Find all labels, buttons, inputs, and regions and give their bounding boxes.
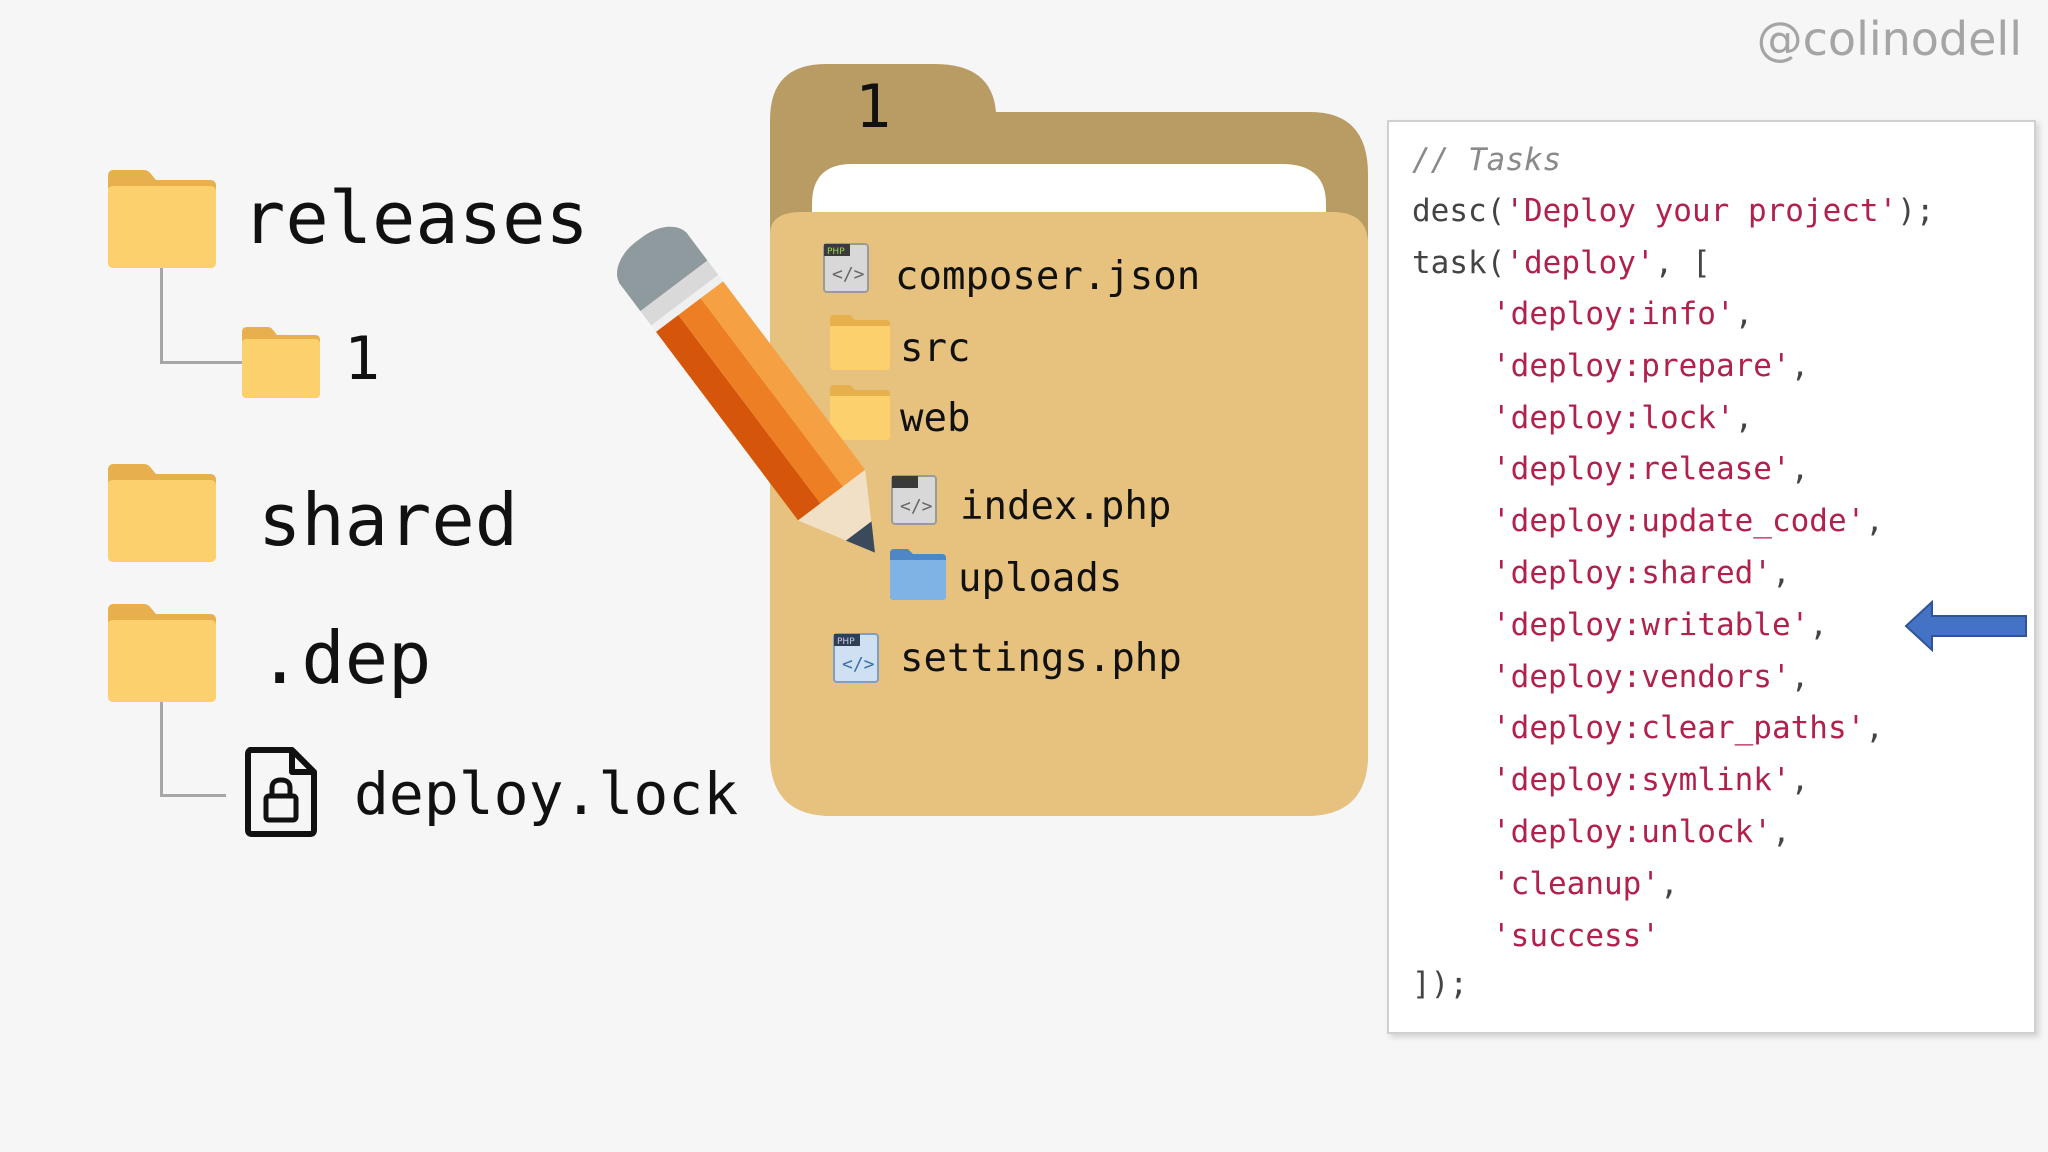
folder-uploads: uploads xyxy=(958,556,1123,601)
folder-web: web xyxy=(900,396,971,441)
code-task-item-sep: , xyxy=(1659,865,1679,902)
code-task-string: 'deploy' xyxy=(1505,245,1655,281)
code-task-item-string: 'deploy:symlink' xyxy=(1492,762,1791,799)
code-task-item-string: 'deploy:lock' xyxy=(1492,399,1735,436)
file-index-php: index.php xyxy=(960,484,1172,529)
folder-icon xyxy=(830,385,890,440)
folder-icon xyxy=(830,315,890,370)
code-task-item-sep: , xyxy=(1809,606,1828,643)
highlight-arrow-icon xyxy=(1904,600,2027,652)
code-desc-line: desc('Deploy your project'); xyxy=(1412,193,1935,229)
svg-text:</>: </> xyxy=(842,654,875,675)
php-file-icon: PHP </> xyxy=(833,633,879,683)
folder-title: 1 xyxy=(855,72,892,142)
code-comment: // Tasks xyxy=(1412,142,1562,178)
code-task-item-sep: , xyxy=(1865,710,1884,747)
code-task-item-string: 'deploy:info' xyxy=(1492,296,1735,332)
tree-connector-releases-h xyxy=(160,361,242,364)
tree-connector-dep-h xyxy=(160,794,226,797)
code-task-item-string: 'deploy:update_code' xyxy=(1492,503,1866,540)
code-desc-prefix: desc( xyxy=(1412,193,1506,229)
shared-label: shared xyxy=(258,478,519,562)
code-task-prefix: task( xyxy=(1412,245,1506,281)
releases-label: releases xyxy=(242,176,589,260)
code-task-item-string: 'deploy:vendors' xyxy=(1492,658,1791,695)
code-task-item: 'deploy:symlink', xyxy=(1492,762,1809,798)
dep-label: .dep xyxy=(258,616,432,700)
code-desc-suffix: ); xyxy=(1897,193,1935,229)
code-task-item: 'deploy:writable', xyxy=(1492,607,1828,643)
code-task-item: 'deploy:update_code', xyxy=(1492,503,1884,539)
code-task-item-sep: , xyxy=(1734,399,1754,436)
file-composer-json: composer.json xyxy=(895,254,1201,299)
code-task-item: 'deploy:prepare', xyxy=(1492,348,1809,384)
code-task-item-sep: , xyxy=(1734,296,1754,332)
pencil-icon xyxy=(617,226,875,553)
code-task-item: 'deploy:info', xyxy=(1492,296,1753,332)
dep-folder-icon xyxy=(108,604,216,702)
releases-folder-icon xyxy=(108,170,216,268)
svg-text:PHP: PHP xyxy=(837,637,855,647)
code-task-item-string: 'deploy:shared' xyxy=(1492,555,1772,591)
file-settings-php: settings.php xyxy=(900,636,1182,681)
code-task-item: 'deploy:clear_paths', xyxy=(1492,710,1884,746)
php-file-icon: </> xyxy=(891,475,937,525)
code-task-item: 'success' xyxy=(1492,918,1660,954)
folder-src: src xyxy=(900,326,971,371)
code-task-item-string: 'cleanup' xyxy=(1492,865,1660,902)
code-task-item: 'deploy:vendors', xyxy=(1492,659,1809,695)
code-task-item-string: 'deploy:prepare' xyxy=(1492,347,1791,384)
php-file-icon: PHP </> xyxy=(823,243,869,293)
code-task-line: task('deploy', [ xyxy=(1412,245,1711,281)
code-task-item-sep: , xyxy=(1790,347,1810,384)
author-handle: @colinodell xyxy=(1756,12,2022,66)
deploy-lock-label: deploy.lock xyxy=(354,760,739,828)
shared-folder-icon xyxy=(108,464,216,562)
code-task-item-string: 'deploy:clear_paths' xyxy=(1492,710,1866,747)
lock-file-icon xyxy=(245,747,317,837)
code-task-item-sep: , xyxy=(1790,658,1810,695)
release-1-folder-graphic xyxy=(770,64,1368,816)
release-1-label: 1 xyxy=(344,324,381,394)
code-task-item-string: 'deploy:writable' xyxy=(1492,606,1810,643)
code-task-item-sep: , xyxy=(1790,451,1810,488)
code-task-item-string: 'deploy:unlock' xyxy=(1492,814,1772,850)
code-task-item-string: 'deploy:release' xyxy=(1492,451,1791,488)
tree-connector-dep xyxy=(160,702,163,797)
svg-text:</>: </> xyxy=(832,264,865,285)
code-task-item-sep: , xyxy=(1771,814,1791,850)
code-panel xyxy=(1387,120,2036,1034)
tree-connector-releases xyxy=(160,268,163,364)
code-task-item: 'deploy:unlock', xyxy=(1492,814,1791,850)
code-desc-string: 'Deploy your project' xyxy=(1505,193,1898,229)
code-task-suffix: , [ xyxy=(1654,245,1711,281)
code-task-item: 'deploy:shared', xyxy=(1492,555,1791,591)
release-1-folder-icon xyxy=(242,327,320,398)
svg-text:PHP: PHP xyxy=(827,247,845,257)
code-task-item-string: 'success' xyxy=(1492,917,1660,954)
code-task-item: 'deploy:release', xyxy=(1492,451,1809,487)
code-task-item: 'cleanup', xyxy=(1492,866,1679,902)
svg-text:</>: </> xyxy=(900,496,933,517)
folder-blue-icon xyxy=(890,549,946,600)
code-task-item-sep: , xyxy=(1865,503,1884,540)
code-task-item: 'deploy:lock', xyxy=(1492,400,1753,436)
code-closing: ]); xyxy=(1412,966,1468,1002)
code-task-item-sep: , xyxy=(1771,555,1791,591)
code-task-item-sep: , xyxy=(1790,762,1810,799)
